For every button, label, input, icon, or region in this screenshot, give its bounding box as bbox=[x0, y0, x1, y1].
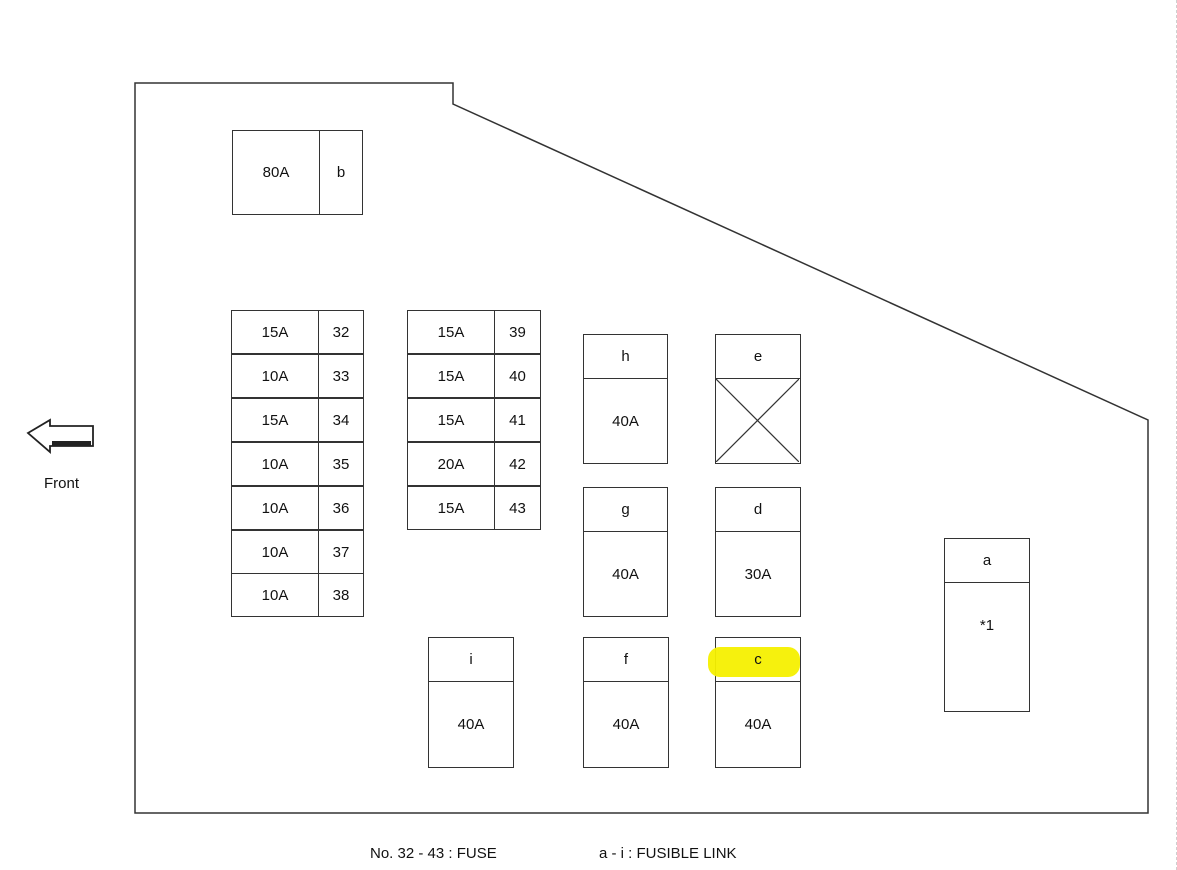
fusible-link-b-rating: 80A bbox=[233, 131, 320, 214]
fuse-number: 37 bbox=[332, 543, 350, 561]
fusible-link-rating: 40A bbox=[612, 412, 639, 430]
fuse-43: 15A 43 bbox=[407, 486, 541, 530]
fusible-link-label: i bbox=[429, 638, 513, 682]
fusible-link-b: 80A b bbox=[232, 130, 363, 215]
fusible-link-g: g 40A bbox=[583, 487, 668, 617]
fusible-link-label: f bbox=[584, 638, 668, 682]
fusible-link-legend: a - i : FUSIBLE LINK bbox=[599, 845, 737, 862]
fuse-42: 20A 42 bbox=[407, 442, 541, 486]
fusible-link-rating: *1 bbox=[979, 616, 995, 634]
fusible-link-label: g bbox=[584, 488, 667, 532]
fuse-rating: 15A bbox=[408, 355, 495, 397]
fuse-number: 41 bbox=[509, 411, 526, 429]
fuse-33: 10A 33 bbox=[231, 354, 364, 398]
fusible-link-d: d 30A bbox=[715, 487, 801, 617]
fuse-number: 35 bbox=[332, 455, 350, 473]
fusible-link-a: a *1 bbox=[944, 538, 1030, 712]
fusible-link-rating: 40A bbox=[457, 716, 485, 733]
fuse-rating: 15A bbox=[408, 311, 495, 353]
fuse-rating: 20A bbox=[408, 443, 495, 485]
fuse-number: 43 bbox=[509, 499, 526, 517]
fuse-rating: 15A bbox=[408, 399, 495, 441]
fusible-link-h: h 40A bbox=[583, 334, 668, 464]
fuse-rating: 15A bbox=[232, 311, 319, 353]
fuse-34: 15A 34 bbox=[231, 398, 364, 442]
fuse-number: 39 bbox=[509, 323, 526, 341]
fuse-number: 32 bbox=[332, 323, 350, 341]
fuse-rating: 10A bbox=[232, 487, 319, 529]
fusible-link-label: c bbox=[716, 638, 800, 682]
front-label: Front bbox=[44, 475, 80, 492]
fuse-number: 33 bbox=[332, 367, 350, 385]
fusible-link-label: e bbox=[716, 335, 800, 379]
fuse-41: 15A 41 bbox=[407, 398, 541, 442]
fusible-link-rating: 40A bbox=[612, 565, 639, 583]
fuse-38: 10A 38 bbox=[231, 573, 364, 617]
fuse-legend: No. 32 - 43 : FUSE bbox=[370, 845, 497, 862]
fusible-link-f: f 40A bbox=[583, 637, 669, 768]
fuse-rating: 15A bbox=[232, 399, 319, 441]
fuse-number: 36 bbox=[332, 499, 350, 517]
fuse-rating: 10A bbox=[232, 574, 319, 616]
fuse-rating: 15A bbox=[408, 487, 495, 529]
fuse-32: 15A 32 bbox=[231, 310, 364, 354]
fusible-link-rating: 40A bbox=[744, 716, 772, 733]
fuse-rating: 10A bbox=[232, 531, 319, 573]
fuse-40: 15A 40 bbox=[407, 354, 541, 398]
fuse-rating: 10A bbox=[232, 443, 319, 485]
fusible-link-rating: 40A bbox=[612, 716, 640, 733]
fusible-link-b-label: b bbox=[336, 164, 346, 181]
fusible-link-rating: 30A bbox=[744, 565, 772, 583]
fuse-number: 40 bbox=[509, 367, 526, 385]
fusible-link-label: a bbox=[945, 539, 1029, 583]
fuse-36: 10A 36 bbox=[231, 486, 364, 530]
fusible-link-i: i 40A bbox=[428, 637, 514, 768]
fuse-39: 15A 39 bbox=[407, 310, 541, 354]
fuse-box-outline bbox=[134, 82, 1149, 814]
front-arrow-icon bbox=[26, 418, 94, 454]
fusible-link-label: d bbox=[716, 488, 800, 532]
fusible-link-c: c 40A bbox=[708, 637, 801, 768]
empty-slot-cross-icon bbox=[716, 379, 799, 462]
fuse-number: 38 bbox=[332, 586, 350, 604]
fuse-rating: 10A bbox=[232, 355, 319, 397]
fuse-number: 42 bbox=[509, 455, 526, 473]
fuse-35: 10A 35 bbox=[231, 442, 364, 486]
highlight-mark bbox=[708, 647, 800, 677]
fuse-37: 10A 37 bbox=[231, 530, 364, 574]
fuse-number: 34 bbox=[332, 411, 350, 429]
fusible-link-label: h bbox=[584, 335, 667, 379]
fusible-link-e: e bbox=[715, 334, 801, 464]
